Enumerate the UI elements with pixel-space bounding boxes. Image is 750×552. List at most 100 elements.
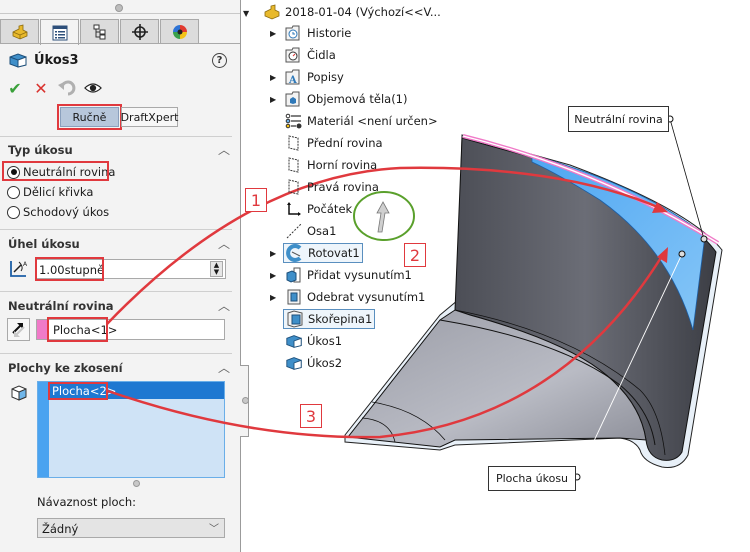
radio-neutral-plane[interactable]: Neutrální rovina (7, 165, 115, 179)
history-folder-icon (285, 25, 300, 41)
feature-name: Úkos3 (34, 52, 79, 68)
revolve-icon (286, 244, 302, 262)
plane-icon (288, 157, 299, 173)
angle-spinner[interactable]: ▲▼ (210, 261, 223, 277)
svg-text:A: A (23, 261, 28, 268)
draft-angle-input[interactable]: 1.00stupně ▲▼ (36, 259, 226, 279)
list-active-bar (38, 382, 49, 477)
checkmark-icon: ✔ (8, 78, 22, 98)
highlight-neutral-plane-field (47, 317, 108, 342)
collapse-chevron-icon[interactable]: ︿ (218, 361, 231, 375)
step-label-3: 3 (300, 404, 322, 428)
manual-mode-button[interactable]: Ručně (60, 107, 119, 127)
radio-selected-icon (7, 165, 20, 179)
tree-item-extrude-boss[interactable]: Přidat vysunutím1 (285, 266, 412, 284)
divider (0, 229, 232, 230)
property-list-icon (52, 25, 67, 40)
face-propagation-dropdown[interactable]: Žádný ﹀ (37, 518, 225, 538)
step-label-1: 1 (245, 188, 267, 212)
reverse-direction-icon (12, 323, 25, 337)
draft-angle-icon: A (10, 261, 28, 277)
feature-title: Úkos3 (8, 52, 79, 68)
tree-item-solid-bodies[interactable]: Objemová těla(1) (285, 90, 408, 108)
faces-to-draft-list[interactable]: Plocha<2> (37, 381, 225, 478)
manager-tabs (0, 19, 200, 45)
tree-root[interactable]: 2018-01-04 (Výchozí<<V... (263, 3, 441, 21)
svg-text:A: A (288, 75, 297, 86)
divider (0, 136, 232, 137)
expand-arrow-icon[interactable]: ▶ (270, 95, 277, 104)
draftxpert-mode-button[interactable]: DraftXpert (121, 107, 178, 127)
tree-item-sensors[interactable]: Čidla (285, 46, 336, 64)
tree-item-extrude-cut[interactable]: Odebrat vysunutím1 (285, 288, 425, 306)
part-icon (264, 4, 280, 20)
tree-item-history[interactable]: Historie (285, 24, 351, 42)
highlight-neutral-plane (2, 161, 109, 181)
tree-item-origin[interactable]: Počátek (285, 200, 352, 218)
highlight-face-2 (48, 382, 108, 400)
ok-button[interactable]: ✔ (6, 78, 24, 98)
tree-item-shell[interactable]: Skořepina1 (283, 309, 376, 329)
neutral-plane-selection-field[interactable]: Plocha<1> (36, 319, 225, 340)
tab-display-manager[interactable] (160, 19, 199, 43)
radio-parting-line[interactable]: Dělicí křivka (7, 185, 93, 199)
collapse-chevron-icon[interactable]: ︿ (218, 143, 231, 157)
collapse-chevron-icon[interactable]: ︿ (218, 237, 231, 251)
origin-icon (287, 202, 301, 216)
tree-item-material[interactable]: Materiál <není určen> (285, 112, 438, 130)
tree-item-revolve[interactable]: Rotovat1 (283, 243, 363, 263)
collapse-arrow-icon[interactable]: ▼ (243, 9, 250, 18)
tab-dimxpert-manager[interactable] (120, 19, 159, 43)
part-icon (12, 23, 27, 39)
tree-item-annotations[interactable]: A Popisy (285, 68, 344, 86)
plane-icon (288, 179, 299, 195)
undo-icon (58, 80, 76, 96)
faces-list-item[interactable]: Plocha<2> (49, 382, 224, 399)
material-icon (285, 113, 302, 129)
undo-button[interactable] (58, 79, 76, 97)
callout-draft-face[interactable]: Plocha úkosu (488, 466, 576, 491)
expand-arrow-icon[interactable]: ▶ (270, 73, 277, 82)
tree-item-axis[interactable]: Osa1 (285, 222, 336, 240)
face-icon (11, 385, 27, 401)
expand-arrow-icon[interactable]: ▶ (270, 271, 277, 280)
callout-neutral-plane[interactable]: Neutrální rovina (568, 106, 669, 132)
face-propagation-label: Návaznost ploch: (37, 495, 137, 509)
divider (0, 43, 240, 44)
expand-arrow-icon[interactable]: ▶ (270, 29, 277, 38)
shell-icon (287, 310, 303, 328)
sensors-folder-icon (285, 47, 300, 63)
section-header-draft-type: Typ úkosu (8, 143, 73, 157)
tree-item-top-plane[interactable]: Horní rovina (285, 156, 377, 174)
list-resize-grip[interactable] (133, 480, 140, 487)
help-button[interactable]: ? (212, 53, 227, 68)
cancel-button[interactable]: ✕ (32, 79, 50, 98)
extrude-cut-icon (287, 289, 301, 305)
tree-item-front-plane[interactable]: Přední rovina (285, 134, 383, 152)
property-manager-panel: Úkos3 ? ✔ ✕ Ručně DraftXpert Typ úkosu ︿… (0, 0, 241, 552)
divider (0, 291, 232, 292)
splitter-grip[interactable] (242, 397, 249, 404)
selection-color-swatch (37, 320, 49, 339)
expand-arrow-icon[interactable]: ▶ (270, 249, 277, 258)
section-header-neutral-plane: Neutrální rovina (8, 299, 114, 313)
eye-icon (84, 83, 102, 93)
tab-configuration-manager[interactable] (80, 19, 119, 43)
tab-feature-manager[interactable] (0, 19, 39, 43)
annotations-folder-icon: A (285, 69, 300, 86)
tree-item-draft1[interactable]: Úkos1 (285, 332, 342, 350)
expand-arrow-icon[interactable]: ▶ (270, 293, 277, 302)
collapse-chevron-icon[interactable]: ︿ (218, 299, 231, 313)
highlight-angle (35, 257, 104, 281)
preview-button[interactable] (84, 79, 102, 97)
tree-item-draft2[interactable]: Úkos2 (285, 354, 342, 372)
tab-property-manager[interactable] (40, 19, 79, 45)
panel-resize-grip[interactable] (115, 4, 123, 12)
reverse-direction-button[interactable] (7, 318, 30, 341)
extrude-boss-icon (286, 267, 301, 283)
plane-icon (288, 135, 299, 151)
radio-step-draft[interactable]: Schodový úkos (7, 205, 109, 219)
solid-bodies-folder-icon (285, 91, 300, 107)
tree-item-right-plane[interactable]: Pravá rovina (285, 178, 379, 196)
